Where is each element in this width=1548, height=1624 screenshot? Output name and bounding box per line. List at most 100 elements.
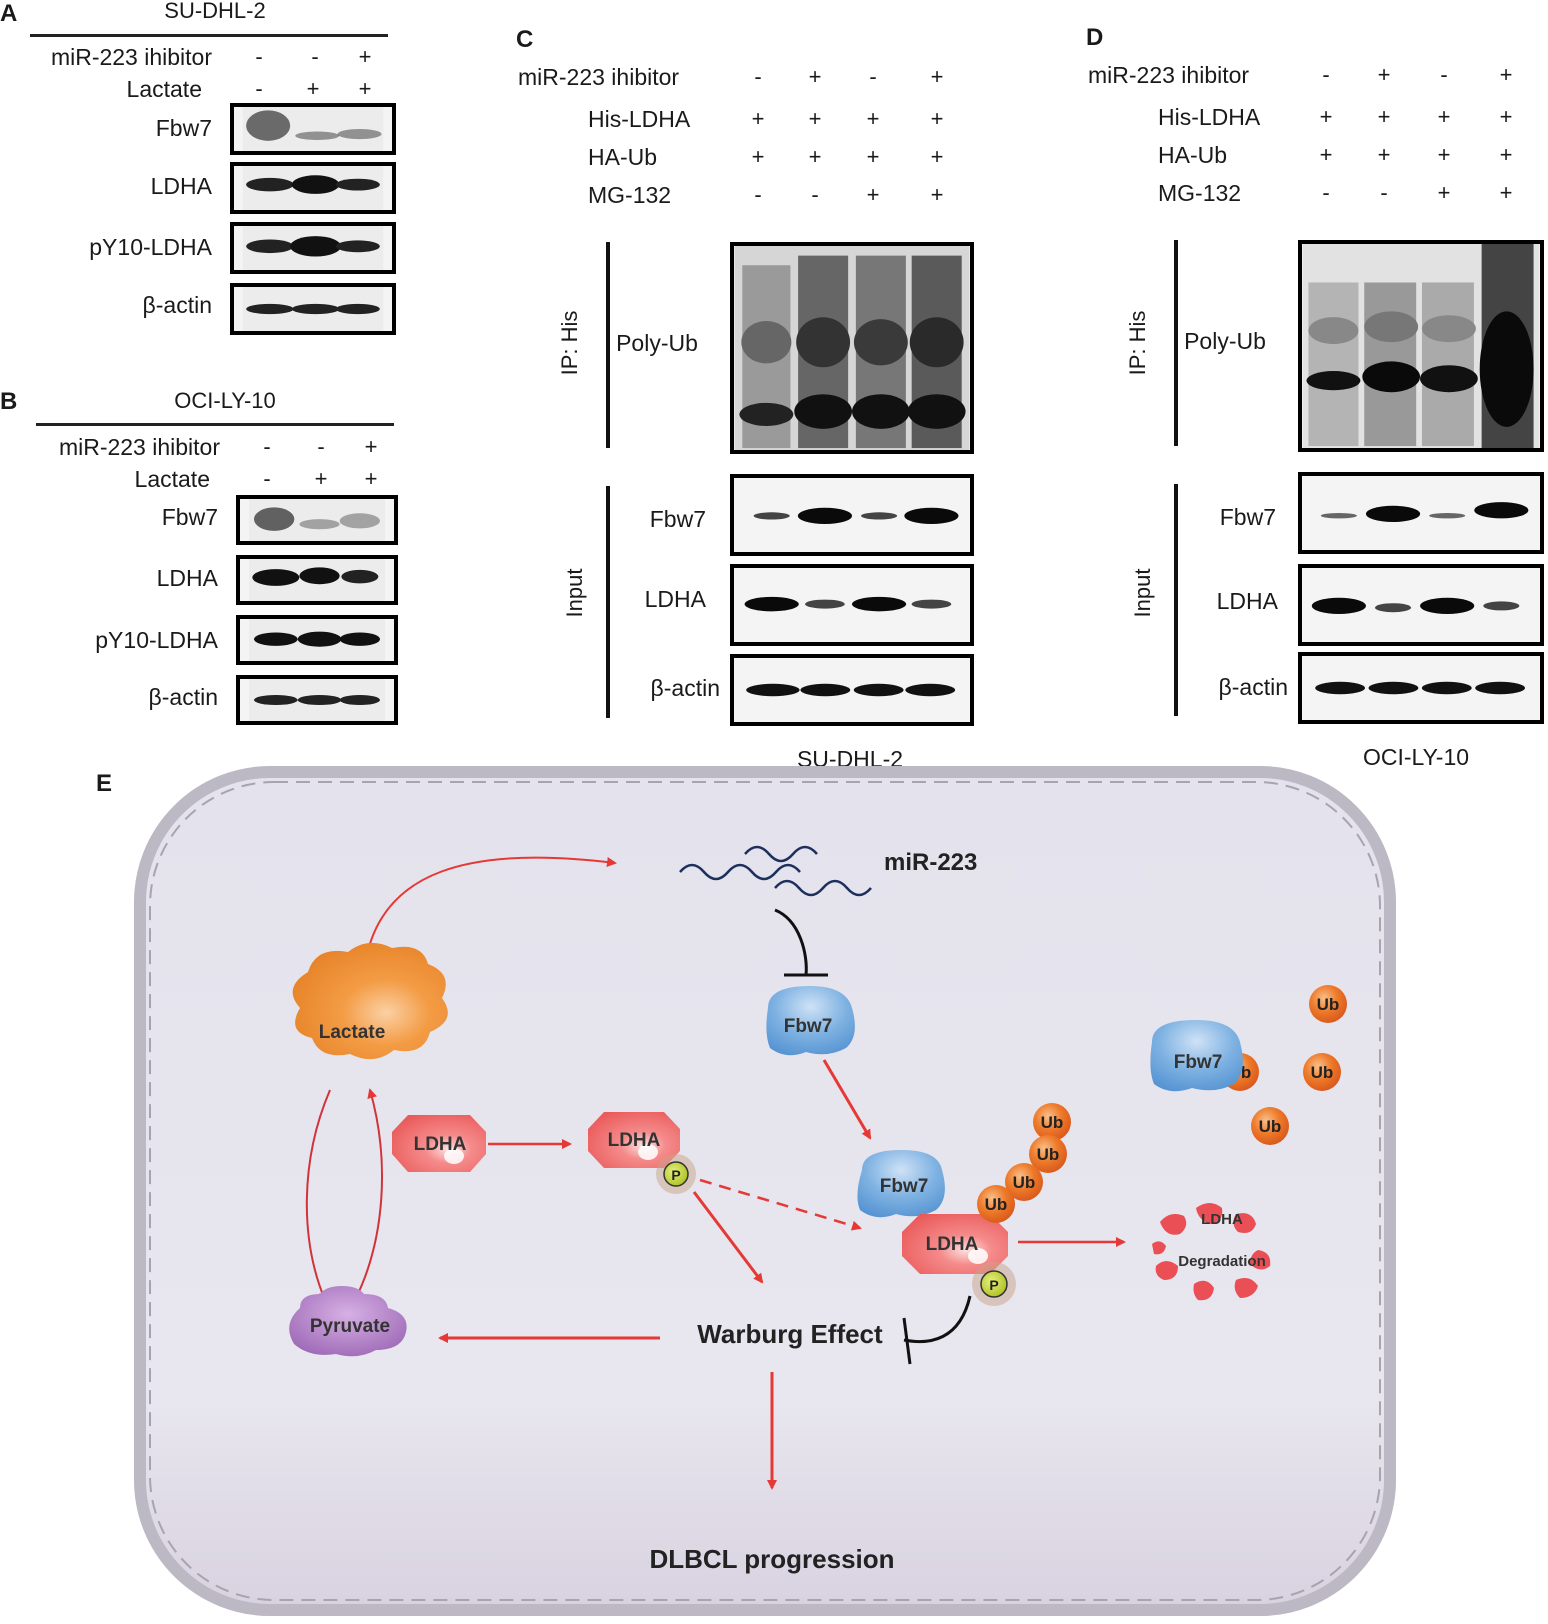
panel-d-caption: OCI-LY-10: [1362, 744, 1470, 770]
panel-c-row-fbw7: Fbw7: [649, 506, 706, 532]
sym: +: [1499, 104, 1513, 129]
panel-d-ip-bracket: [1174, 240, 1178, 446]
panel-a-row-ldha: LDHA: [150, 173, 212, 199]
panel-c-row-ldha: LDHA: [644, 586, 706, 612]
blot-a-actin: [230, 283, 396, 335]
panel-d-row-fbw7: Fbw7: [1219, 504, 1276, 530]
fbw7-label: Fbw7: [1174, 1052, 1223, 1073]
sym: +: [866, 106, 880, 131]
panel-c-cond-4: MG-132: [588, 182, 672, 208]
sym: +: [1319, 104, 1333, 129]
panel-d-cond-2: His-LDHA: [1158, 104, 1261, 130]
sym: -: [1322, 180, 1330, 205]
sym: -: [317, 434, 325, 459]
ldha-label: LDHA: [414, 1134, 467, 1155]
panel-a-cond-2: Lactate: [126, 76, 202, 102]
lactate-icon: [292, 942, 448, 1060]
sym: +: [808, 144, 822, 169]
panel-b-rule: [36, 423, 394, 426]
panel-b-cond-1: miR-223 ihibitor: [58, 434, 220, 460]
blot-c-actin: [730, 654, 974, 726]
sym: -: [754, 64, 762, 89]
ub-icon: Ub: [1251, 1107, 1289, 1145]
phospho-label: P: [989, 1277, 998, 1293]
sym: +: [866, 144, 880, 169]
sym: +: [358, 44, 372, 69]
ldha-label: LDHA: [608, 1130, 661, 1151]
panel-c-row-actin: β-actin: [650, 675, 720, 701]
panel-c-row-polyub: Poly-Ub: [616, 330, 698, 356]
ldha-phospho-icon: [588, 1112, 696, 1194]
ub-icon: Ub: [977, 1185, 1015, 1223]
sym: +: [1319, 142, 1333, 167]
sym: +: [364, 434, 378, 459]
sym: +: [1437, 104, 1451, 129]
panel-a-rule: [30, 34, 388, 37]
sym: +: [866, 182, 880, 207]
ub-icon: Ub: [1005, 1163, 1043, 1201]
blot-c-ldha: [730, 564, 974, 646]
panel-d-letter: D: [1086, 24, 1104, 51]
sym: +: [751, 106, 765, 131]
panel-b-cond-2: Lactate: [134, 466, 210, 492]
panel-c-input-label: Input: [562, 568, 587, 618]
panel-a-cell-line: SU-DHL-2: [164, 0, 266, 23]
sym: +: [930, 106, 944, 131]
ub-label: Ub: [1041, 1113, 1064, 1132]
sym: +: [751, 144, 765, 169]
sym: +: [306, 76, 320, 101]
arrow-lactate-mirna: [364, 856, 617, 966]
sym: -: [1380, 180, 1388, 205]
ldha-label: LDHA: [926, 1234, 979, 1255]
panel-c-cond-1: miR-223 ihibitor: [518, 64, 680, 90]
panel-c-cond-3: HA-Ub: [588, 144, 658, 170]
panel-d-cond-3: HA-Ub: [1158, 142, 1228, 168]
panel-b-row-actin: β-actin: [148, 684, 218, 710]
sym: +: [808, 106, 822, 131]
sym: +: [930, 182, 944, 207]
blot-d-fbw7: [1298, 472, 1544, 554]
sym: +: [1499, 62, 1513, 87]
panel-e-diagram: miR-223 Lactate Pyruvate LDHA LDHA P Fbw…: [134, 766, 1396, 1616]
blot-b-py10: [236, 615, 398, 665]
sym: +: [1377, 142, 1391, 167]
phospho-label: P: [671, 1167, 680, 1183]
sym: +: [1377, 104, 1391, 129]
panel-a-letter: A: [0, 0, 18, 27]
panel-d-cond-4: MG-132: [1158, 180, 1242, 206]
blot-a-py10: [230, 222, 396, 274]
pyruvate-icon: [289, 1286, 407, 1357]
panel-b-cell-line: OCI-LY-10: [174, 388, 276, 413]
fbw7-complex-icon: [857, 1150, 945, 1218]
cell-membrane: [134, 766, 1396, 1616]
sym: +: [1437, 142, 1451, 167]
ub-icon: Ub: [1033, 1103, 1071, 1141]
panel-c-ip-bracket: [606, 242, 610, 448]
degradation-ldha-label: LDHA: [1201, 1211, 1243, 1228]
mirna-icon: [679, 845, 872, 897]
ub-icon: Ub: [1303, 1053, 1341, 1091]
arrow-lactate-pyruvate: [305, 1089, 331, 1302]
ub-label: Ub: [985, 1195, 1008, 1214]
ub-label: Ub: [1317, 995, 1340, 1014]
panel-d-ip-label: IP: His: [1125, 310, 1150, 376]
inhibit-complex-warburg: [903, 1295, 972, 1344]
sym: -: [869, 64, 877, 89]
ub-label: Ub: [1037, 1145, 1060, 1164]
blot-b-fbw7: [236, 495, 398, 545]
sym: -: [263, 434, 271, 459]
arrow-pyruvate-lactate: [354, 1088, 383, 1301]
degradation-label: Degradation: [1178, 1253, 1266, 1270]
sym: +: [1377, 62, 1391, 87]
warburg-label: Warburg Effect: [697, 1319, 883, 1349]
panel-d-row-actin: β-actin: [1218, 674, 1288, 700]
sym: +: [358, 76, 372, 101]
panel-d-row-ldha: LDHA: [1216, 588, 1278, 614]
cell-membrane-dash: [149, 781, 1381, 1601]
panel-b-row-py10: pY10-LDHA: [95, 627, 218, 653]
degradation-icon: [1152, 1203, 1271, 1301]
sym: +: [930, 144, 944, 169]
ub-icon: Ub: [1029, 1135, 1067, 1173]
panel-e-letter: E: [96, 770, 113, 797]
outcome-label: DLBCL progression: [649, 1544, 894, 1574]
